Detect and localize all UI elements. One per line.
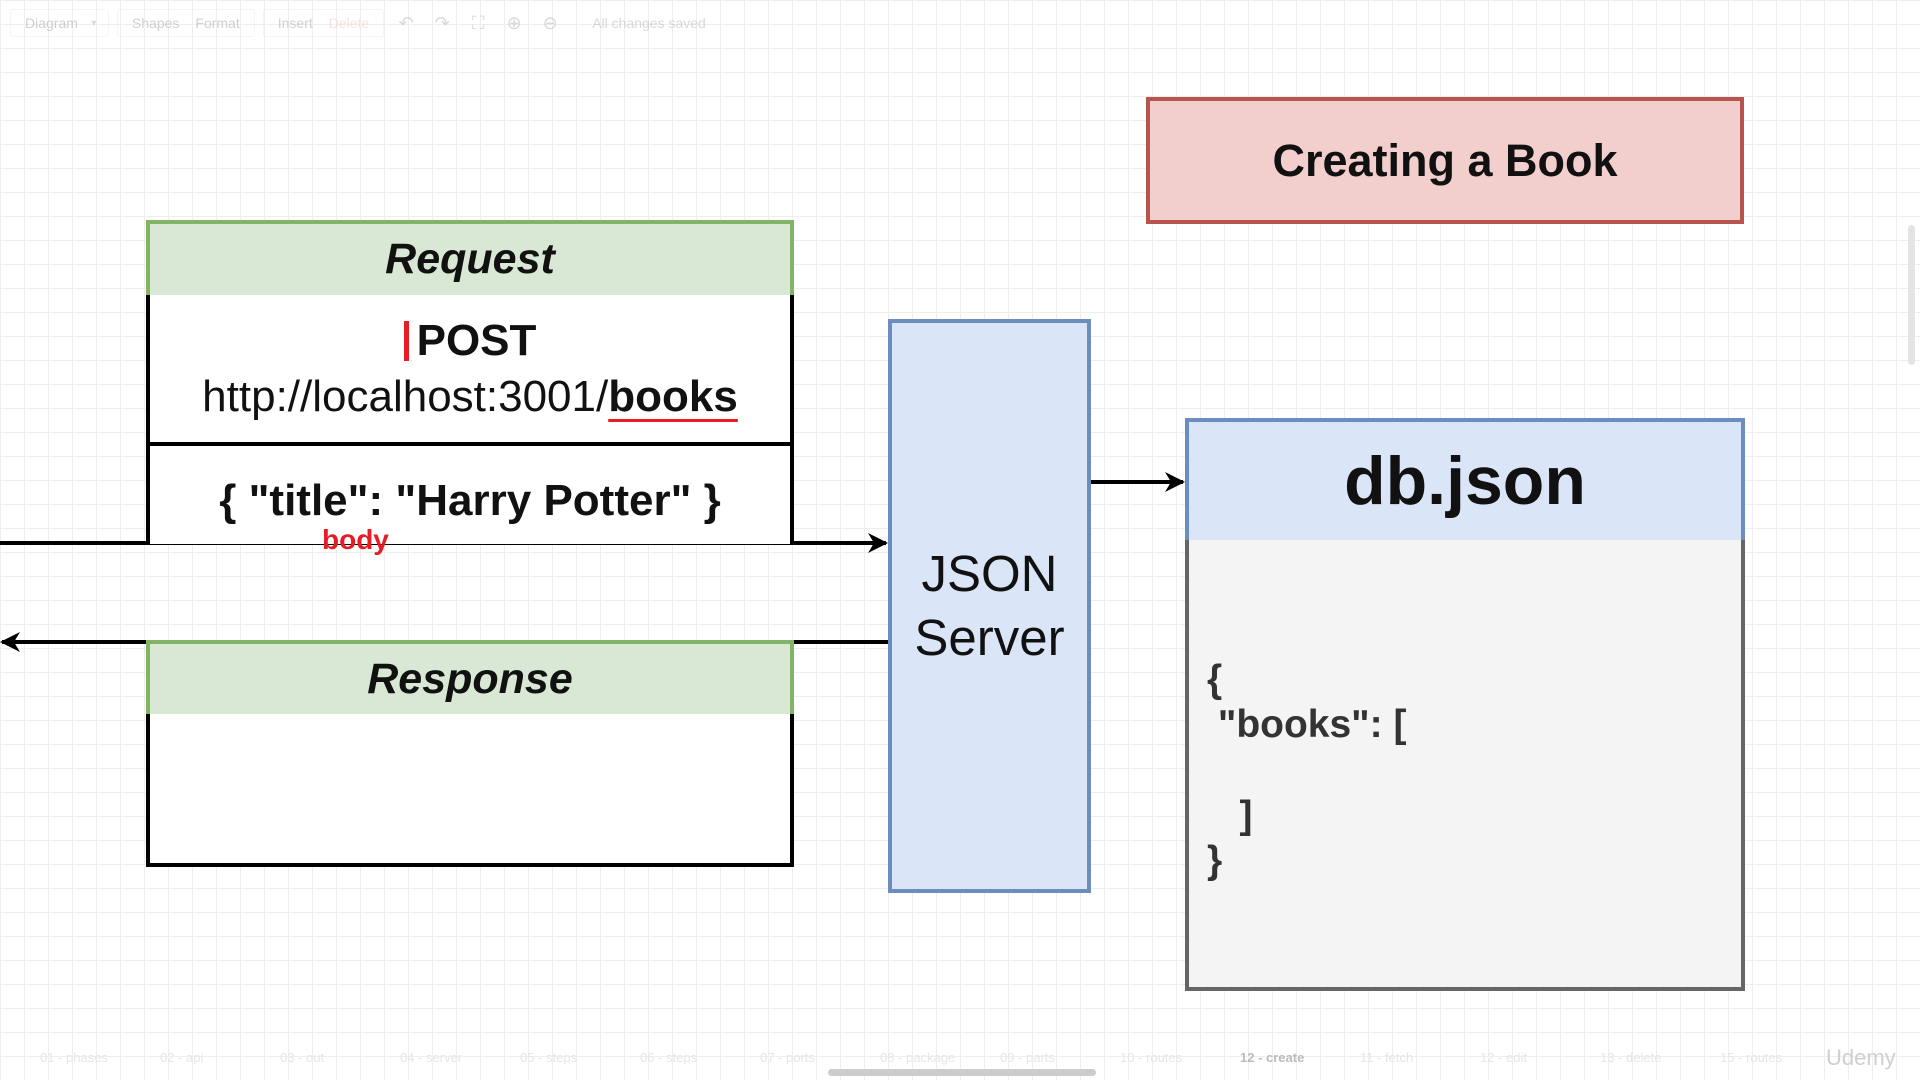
db-line: } xyxy=(1207,839,1223,882)
response-header[interactable]: Response xyxy=(146,640,794,718)
toolbar: Diagram ▾ Shapes Format Insert Delete ↶ … xyxy=(0,0,1920,46)
insert-button[interactable]: Insert xyxy=(277,15,313,31)
zoom-in-icon[interactable]: ⊕ xyxy=(506,12,522,33)
page-tab[interactable]: 08 - package xyxy=(880,1050,956,1065)
shapes-button[interactable]: Shapes xyxy=(131,15,180,31)
text-cursor xyxy=(403,320,409,361)
request-url-base: http://localhost:3001/ xyxy=(202,371,609,421)
undo-icon[interactable]: ↶ xyxy=(398,12,414,33)
json-server-box[interactable]: JSON Server xyxy=(888,319,1091,893)
edit-group: Insert Delete xyxy=(262,9,385,37)
db-line: { xyxy=(1207,658,1223,701)
panels-group: Shapes Format xyxy=(116,9,255,37)
page-tab[interactable]: 04 - server xyxy=(400,1050,463,1065)
redo-icon[interactable]: ↷ xyxy=(434,12,450,33)
diagram-menu-button[interactable]: Diagram xyxy=(25,15,78,31)
page-tabs: 01 - phases 02 - api 03 - out 04 - serve… xyxy=(0,1050,1900,1074)
page-tab[interactable]: 15 - routes xyxy=(1720,1050,1783,1065)
page-tab[interactable]: 11 - fetch xyxy=(1360,1050,1414,1065)
body-annotation: body xyxy=(322,524,389,555)
page-tab[interactable]: 01 - phases xyxy=(40,1050,108,1065)
page-tab[interactable]: 10 - routes xyxy=(1120,1050,1183,1065)
request-header[interactable]: Request xyxy=(146,220,794,299)
request-url-box[interactable]: POST http://localhost:3001/books xyxy=(146,295,794,446)
fullscreen-icon[interactable]: ⛶ xyxy=(471,12,485,33)
json-server-line1: JSON xyxy=(921,545,1058,602)
response-content[interactable] xyxy=(146,714,794,867)
page-tab[interactable]: 03 - out xyxy=(280,1050,325,1065)
diagram-menu-group: Diagram ▾ xyxy=(10,9,109,37)
vertical-scrollbar[interactable] xyxy=(1908,225,1915,365)
udemy-watermark: Udemy xyxy=(1826,1045,1896,1070)
page-tab[interactable]: 05 - steps xyxy=(520,1050,578,1065)
page-tab[interactable]: 13 - delete xyxy=(1600,1050,1662,1065)
page-tab[interactable]: 12 - edit xyxy=(1480,1050,1527,1065)
db-line: ] xyxy=(1207,794,1253,837)
zoom-out-icon[interactable]: ⊖ xyxy=(542,12,558,33)
request-url: http://localhost:3001/books xyxy=(202,372,738,422)
diagram-title[interactable]: Creating a Book xyxy=(1146,97,1744,224)
db-json-header[interactable]: db.json xyxy=(1185,418,1745,544)
db-line: "books": [ xyxy=(1207,703,1407,746)
request-url-resource: books xyxy=(608,371,738,421)
request-body[interactable]: { "title": "Harry Potter" } xyxy=(146,442,794,544)
request-method-line: POST xyxy=(403,315,537,366)
chevron-down-icon: ▾ xyxy=(91,17,97,29)
horizontal-scrollbar[interactable] xyxy=(828,1069,1096,1076)
request-method: POST xyxy=(416,315,537,365)
delete-button[interactable]: Delete xyxy=(328,15,370,31)
json-server-line2: Server xyxy=(914,609,1065,666)
page-tab[interactable]: 09 - parts xyxy=(1000,1050,1055,1065)
page-tab[interactable]: 07 - ports xyxy=(760,1050,815,1065)
page-tab[interactable]: 06 - steps xyxy=(640,1050,698,1065)
format-button[interactable]: Format xyxy=(195,15,240,31)
json-server-label: JSON Server xyxy=(914,542,1064,670)
save-status: All changes saved xyxy=(592,15,706,31)
page-tab[interactable]: 02 - api xyxy=(160,1050,204,1065)
page-tab-active[interactable]: 12 - create xyxy=(1240,1050,1305,1065)
db-json-content[interactable]: { "books": [ ] } xyxy=(1185,540,1745,991)
